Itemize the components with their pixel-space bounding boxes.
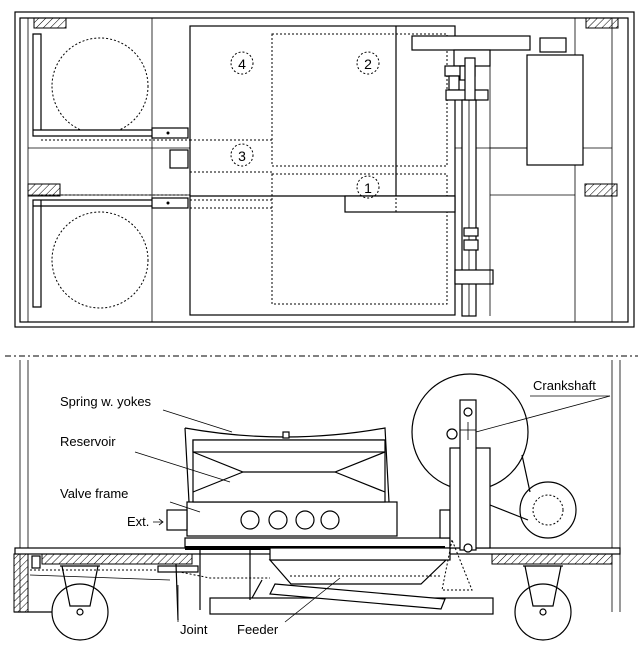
- svg-text:4: 4: [238, 56, 246, 72]
- label-valve-frame: Valve frame: [60, 486, 128, 501]
- wheel-outline: [51, 37, 149, 135]
- motor-box: [526, 54, 584, 166]
- top-view: 1 2 3 4: [14, 11, 635, 328]
- number-marker: 4: [230, 51, 254, 75]
- number-marker: 1: [356, 175, 380, 199]
- hatch-block: [27, 183, 61, 197]
- wheel: [51, 565, 109, 641]
- label-feeder: Feeder: [237, 622, 279, 637]
- hatch-block: [584, 183, 618, 197]
- label-reservoir: Reservoir: [60, 434, 116, 449]
- svg-text:3: 3: [238, 148, 246, 164]
- number-marker: 3: [230, 143, 254, 167]
- svg-text:2: 2: [364, 56, 372, 72]
- side-view: Crankshaft Spring w. yokes Reservoir Val…: [13, 360, 621, 641]
- wheel-outline: [51, 211, 149, 309]
- label-crankshaft: Crankshaft: [533, 378, 596, 393]
- main-block: [189, 25, 456, 316]
- spring-yokes: [184, 427, 390, 503]
- label-joint: Joint: [180, 622, 208, 637]
- wheel: [514, 565, 572, 641]
- label-ext: Ext.: [127, 514, 149, 529]
- svg-text:1: 1: [364, 180, 372, 196]
- feeder-bellows: [269, 583, 446, 610]
- number-marker: 2: [356, 51, 380, 75]
- label-spring: Spring w. yokes: [60, 394, 152, 409]
- hatch-block: [33, 17, 67, 29]
- hatch-block: [585, 17, 619, 29]
- valve-frame: [186, 501, 398, 537]
